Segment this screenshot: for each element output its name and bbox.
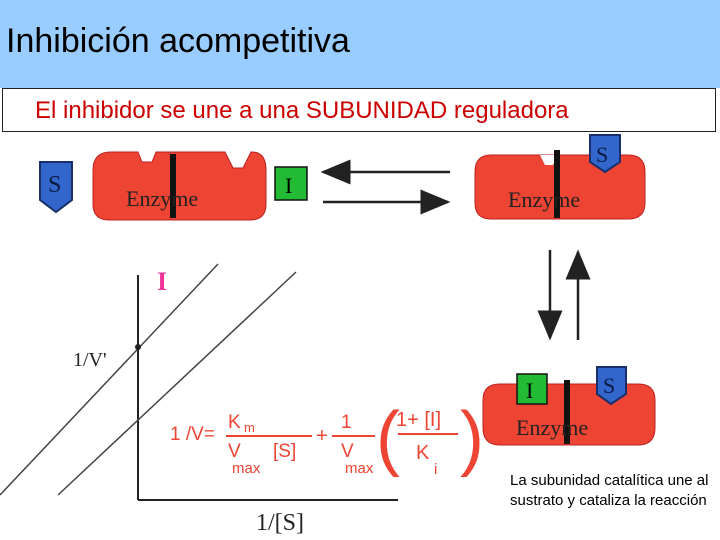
enzyme-substrate-complex: Enzyme S — [474, 134, 646, 220]
inhibitor-free: I — [274, 166, 308, 201]
inhibitor-label-1: I — [285, 173, 292, 198]
eq-km: K — [228, 412, 241, 433]
inhibitor-label-2: I — [526, 378, 533, 403]
enzyme-label-3: Enzyme — [516, 415, 588, 440]
eq-plus: + — [316, 425, 328, 447]
enzyme-label-1: Enzyme — [126, 186, 198, 211]
subtitle-box: El inhibidor se une a una SUBUNIDAD regu… — [2, 88, 716, 132]
lineweaver-burk-plot: I 1/V' 1/[S] — [0, 263, 398, 536]
slide-subtitle: El inhibidor se une a una SUBUNIDAD regu… — [35, 97, 569, 124]
eq-one-plus-i: 1+ [I] — [396, 409, 441, 431]
eq-ki-sub: i — [434, 461, 437, 478]
plot-line-uninhibited — [57, 271, 297, 496]
eq-paren-left: ( — [376, 398, 400, 478]
x-axis-label: 1/[S] — [256, 510, 304, 536]
substrate-label: S — [48, 172, 61, 198]
inhibited-marker: I — [157, 267, 167, 296]
eq-v-2: V — [341, 441, 354, 462]
substrate-label-2: S — [596, 142, 608, 167]
rate-equation: 1 /V= K m V max [S] + 1 V max ( 1+ [I] K… — [170, 398, 484, 478]
plot-line-inhibited — [0, 263, 219, 496]
enzyme-substrate-inhibitor-complex: Enzyme I S — [482, 366, 656, 446]
title-bar: Inhibición acompetitiva — [0, 0, 720, 88]
enzyme-label-2: Enzyme — [508, 187, 580, 212]
eq-paren-right: ) — [460, 398, 484, 478]
eq-ki: K — [416, 442, 430, 464]
eq-km-sub: m — [244, 420, 255, 435]
substrate-label-3: S — [603, 373, 615, 398]
eq-s: [S] — [273, 441, 296, 462]
eq-lhs: 1 /V= — [170, 424, 215, 445]
substrate-free: S — [39, 161, 73, 214]
eq-vmax-sub-1: max — [232, 460, 261, 477]
eq-one: 1 — [341, 412, 352, 433]
eq-vmax-sub-2: max — [345, 460, 374, 477]
y-intercept-point — [135, 344, 141, 350]
caption: La subunidad catalítica une al sustrato … — [510, 472, 709, 509]
y-axis-label: 1/V' — [73, 349, 107, 371]
enzyme-free: Enzyme — [92, 151, 267, 221]
slide-title: Inhibición acompetitiva — [6, 22, 350, 60]
eq-v-1: V — [228, 441, 241, 462]
